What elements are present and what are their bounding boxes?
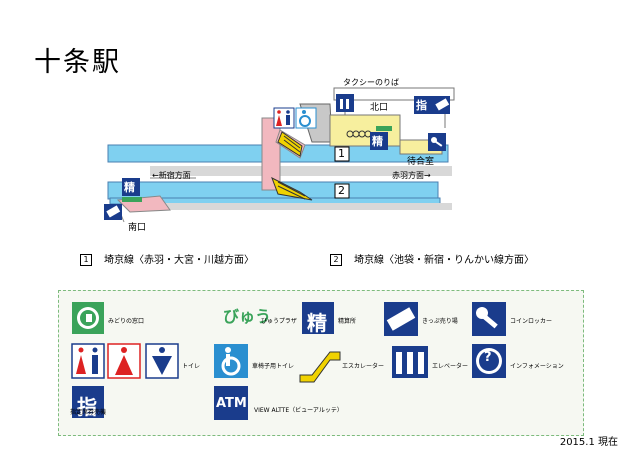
seisan-icon xyxy=(302,302,334,334)
shitei-glyph: 指 xyxy=(77,395,97,419)
label-wheelchair: 車椅子用トイレ xyxy=(252,363,295,370)
taxi-stand-label: タクシーのりば xyxy=(343,78,399,87)
map-elevator-icon xyxy=(336,94,354,112)
label-kippu: きっぷ売り場 xyxy=(422,318,458,325)
escalator-icon xyxy=(299,351,341,383)
locker-icon xyxy=(472,302,506,336)
map-seisan-south-icon xyxy=(122,178,140,196)
view-plaza-logo: びゅう xyxy=(223,307,272,326)
platform-1-number: 1 xyxy=(338,147,345,160)
map-locker-icon xyxy=(428,133,446,151)
label-seisan: 精算所 xyxy=(338,318,357,325)
kippu-icon xyxy=(384,302,418,336)
map-seisan-south-glyph: 精 xyxy=(124,181,135,194)
label-elevator: エレベーター xyxy=(432,363,469,370)
direction-akabane: 赤羽方面→ xyxy=(392,171,431,180)
ticket-gates xyxy=(346,130,372,138)
label-locker: コインロッカー xyxy=(510,318,553,325)
toilet-icon xyxy=(71,343,179,379)
taxi-stand-box xyxy=(333,87,455,101)
map-kippu-south-icon xyxy=(104,204,122,220)
waiting-room-label: 待合室 xyxy=(407,157,435,167)
info-question-glyph: ? xyxy=(484,350,492,365)
elevator-icon xyxy=(392,346,428,378)
seisan-glyph: 精 xyxy=(307,311,327,335)
platform-2-number: 2 xyxy=(338,184,345,197)
map-wheelchair-icon xyxy=(295,107,317,129)
south-gate-green xyxy=(122,197,142,202)
label-info: インフォメーション xyxy=(510,363,564,370)
label-shitei: 指定席券売機 xyxy=(70,409,107,416)
label-view-plaza: びゅうプラザ xyxy=(261,318,297,325)
atm-glyph: ATM xyxy=(216,396,247,411)
map-seisan-icon xyxy=(370,132,388,150)
track-rail-2 xyxy=(150,203,452,210)
direction-shinjuku: ←新宿方面 xyxy=(152,171,191,180)
escalator-lower xyxy=(271,176,313,201)
atm-icon xyxy=(214,386,248,420)
track-rail xyxy=(150,166,452,176)
date-stamp: 2015.1 現在 xyxy=(559,437,618,448)
map-shitei-icon xyxy=(414,96,432,114)
map-kippu-icon xyxy=(432,96,450,114)
page-title: 十条駅 xyxy=(34,47,121,78)
map-seisan-glyph: 精 xyxy=(372,135,383,148)
escalator-upper xyxy=(277,131,303,157)
line-2-number: 2 xyxy=(330,254,342,266)
map-toilet-icon xyxy=(273,107,295,129)
label-atm: VIEW ALTTE（ビューアルッテ） xyxy=(254,407,343,414)
shitei-icon xyxy=(72,386,104,418)
north-exit-label: 北口 xyxy=(370,103,389,113)
legend-labels: みどりの窓口 びゅうプラザ 精算所 きっぷ売り場 コインロッカー トイレ 車椅子… xyxy=(58,290,582,434)
line-1-number: 1 xyxy=(80,254,92,266)
map-shitei-glyph: 指 xyxy=(416,99,427,112)
label-escalator: エスカレーター xyxy=(342,363,385,370)
south-exit-label: 南口 xyxy=(128,223,147,233)
station-map xyxy=(104,87,455,223)
label-toilet: トイレ xyxy=(182,363,201,370)
info-icon xyxy=(472,344,506,378)
wheelchair-icon xyxy=(214,344,248,378)
gate-green xyxy=(376,126,392,131)
midori-icon xyxy=(72,302,104,334)
label-midori: みどりの窓口 xyxy=(108,318,145,325)
